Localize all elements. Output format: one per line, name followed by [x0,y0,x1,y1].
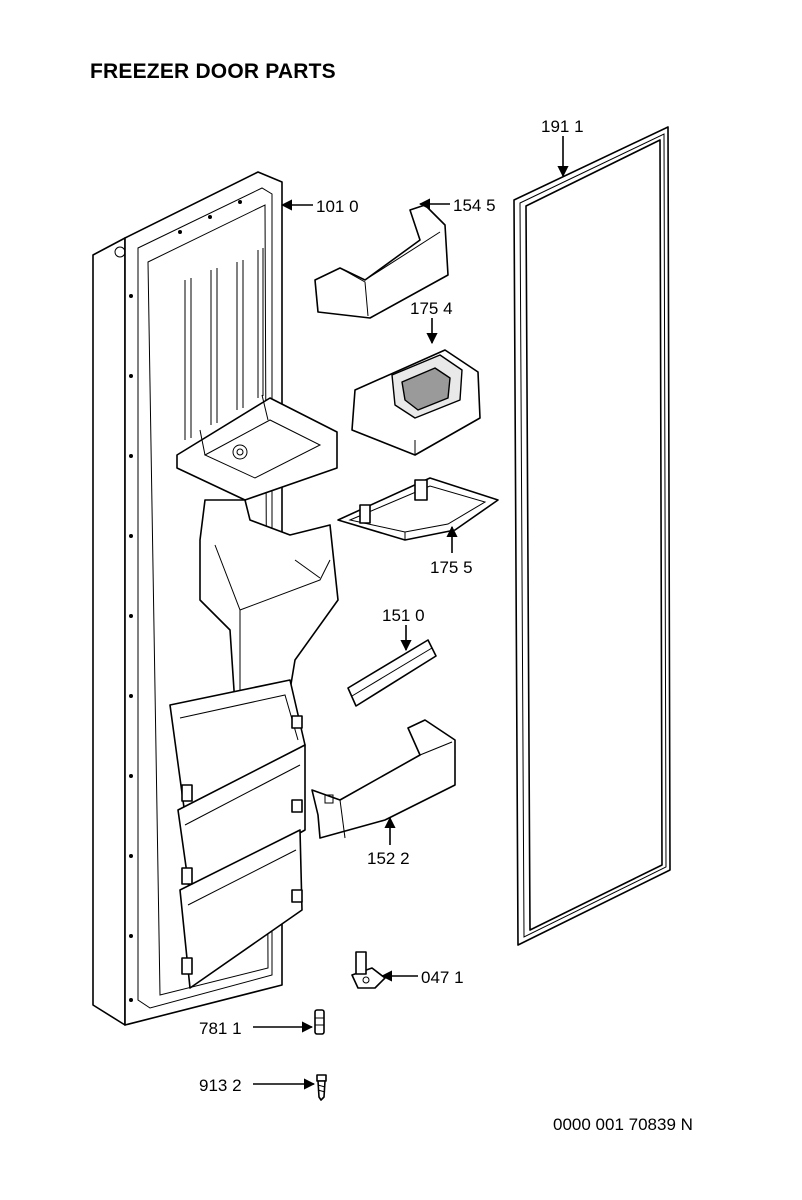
callout-screw: 913 2 [199,1076,242,1095]
screw [316,1074,327,1101]
callout-pin: 781 1 [199,1019,242,1038]
callout-lower-shelf: 152 2 [367,849,410,868]
callout-dispenser-tray: 175 5 [430,558,473,577]
hinge [351,951,386,989]
door-gasket [513,126,671,946]
dispenser-tray [337,477,499,541]
callout-door: 101 0 [316,197,359,216]
callout-gasket: 191 1 [541,117,584,136]
callout-dispenser-housing: 175 4 [410,299,453,318]
page-title: FREEZER DOOR PARTS [90,60,336,83]
document-number: 0000 001 70839 N [553,1115,693,1134]
lower-shelf [311,719,456,839]
callout-upper-shelf: 154 5 [453,196,496,215]
trim-strip [347,639,437,707]
callout-trim-strip: 151 0 [382,606,425,625]
dispenser-housing [351,349,481,456]
callout-hinge: 047 1 [421,968,464,987]
freezer-door [92,171,339,1026]
pin [314,1009,325,1035]
